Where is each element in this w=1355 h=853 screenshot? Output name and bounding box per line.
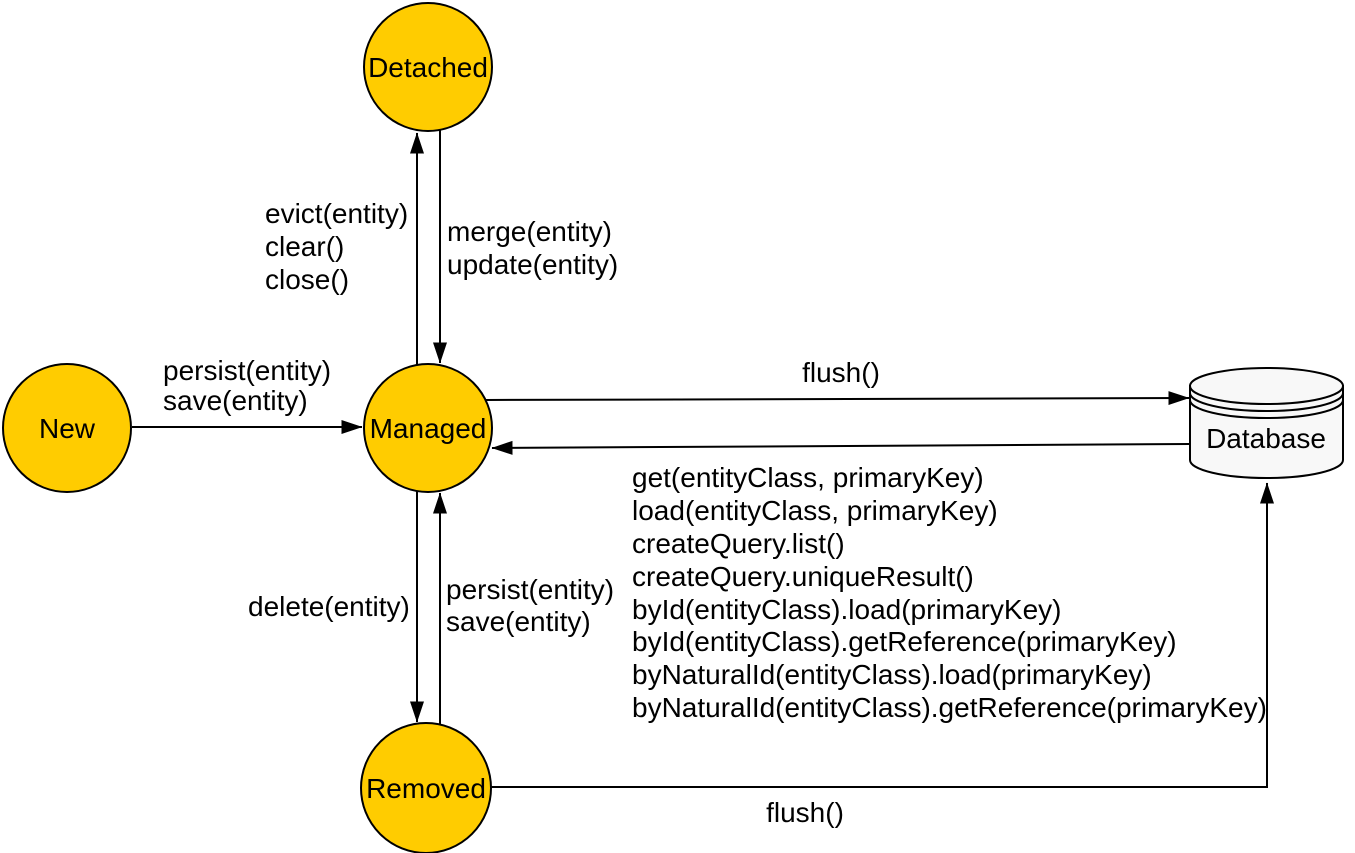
state-label-new: New: [39, 413, 96, 444]
database-node: [1189, 367, 1344, 479]
node-labels: New Detached Managed Removed Database: [39, 52, 1326, 804]
edge-label-persist-entity-bottom: persist(entity): [446, 574, 614, 605]
database-cylinder-top: [1189, 367, 1344, 405]
edge-label-get: get(entityClass, primaryKey): [632, 462, 984, 493]
edge-label-byid-getreference: byId(entityClass).getReference(primaryKe…: [632, 626, 1177, 657]
database-cylinder-disk-line-1: [1189, 392, 1344, 412]
edge-managed-to-database: [485, 391, 1190, 406]
state-node-detached: [363, 2, 493, 132]
edge-label-flush-top: flush(): [802, 357, 880, 388]
edge-label-load: load(entityClass, primaryKey): [632, 495, 998, 526]
edge-label-bynaturalid-getreference: byNaturalId(entityClass).getReference(pr…: [632, 692, 1267, 723]
edge-label-clear: clear(): [265, 231, 344, 262]
edge-label-createquery-uniqueresult: createQuery.uniqueResult(): [632, 561, 974, 592]
edge-labels: persist(entity) save(entity) evict(entit…: [163, 198, 1267, 828]
edge-removed-to-database: [491, 482, 1274, 788]
edge-label-createquery-list: createQuery.list(): [632, 528, 845, 559]
state-label-managed: Managed: [370, 413, 487, 444]
edge-label-flush-bottom: flush(): [766, 797, 844, 828]
edge-label-byid-load: byId(entityClass).load(primaryKey): [632, 594, 1061, 625]
edge-label-persist-entity-top: persist(entity): [163, 355, 331, 386]
state-label-detached: Detached: [368, 52, 488, 83]
edge-label-update-entity: update(entity): [447, 249, 618, 280]
edge-label-save-entity-top: save(entity): [163, 385, 308, 416]
edge-label-bynaturalid-load: byNaturalId(entityClass).load(primaryKey…: [632, 659, 1152, 690]
database-cylinder-disk-line-2: [1189, 399, 1344, 419]
edge-label-close: close(): [265, 264, 349, 295]
edge-label-merge-entity: merge(entity): [447, 216, 612, 247]
edge-label-evict-entity: evict(entity): [265, 198, 408, 229]
edge-label-save-entity-bottom: save(entity): [446, 606, 591, 637]
state-node-new: [2, 363, 132, 493]
state-node-removed: [360, 722, 492, 853]
database-label: Database: [1206, 423, 1326, 454]
state-label-removed: Removed: [366, 773, 486, 804]
state-node-managed: [363, 363, 493, 493]
edge-database-to-managed: [491, 440, 1191, 455]
edge-label-delete-entity: delete(entity): [248, 591, 410, 622]
edges: [132, 130, 1274, 788]
